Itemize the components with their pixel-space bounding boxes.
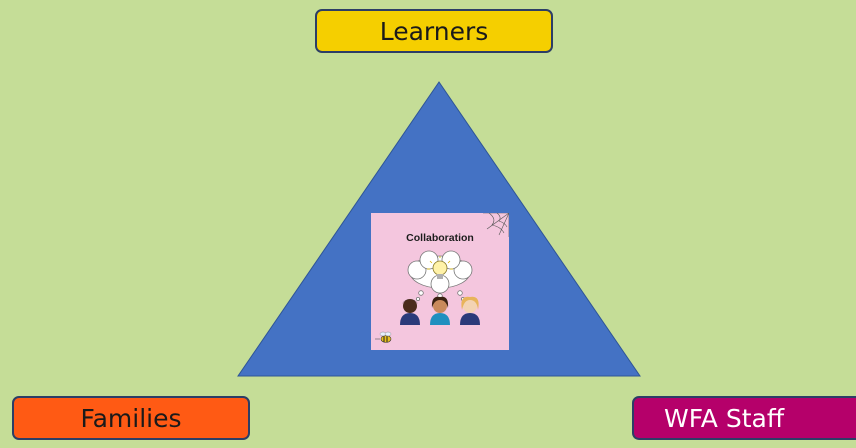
child-avatar-icon	[400, 299, 420, 325]
bee-icon	[375, 331, 392, 343]
families-node: Families	[12, 396, 250, 440]
child-avatar-icon	[460, 296, 480, 325]
learners-node: Learners	[315, 9, 553, 53]
collaboration-title: Collaboration	[406, 232, 474, 244]
child-avatar-icon	[430, 296, 450, 325]
learners-label: Learners	[379, 16, 489, 46]
collaboration-card: Collaboration	[371, 213, 509, 350]
families-label: Families	[80, 403, 182, 433]
collaboration-illustration	[375, 213, 509, 343]
wfa-staff-node: WFA Staff	[632, 396, 856, 440]
spiderweb-icon	[483, 213, 509, 237]
wfa-staff-label: WFA Staff	[664, 403, 785, 433]
lightbulb-icon	[427, 256, 453, 279]
